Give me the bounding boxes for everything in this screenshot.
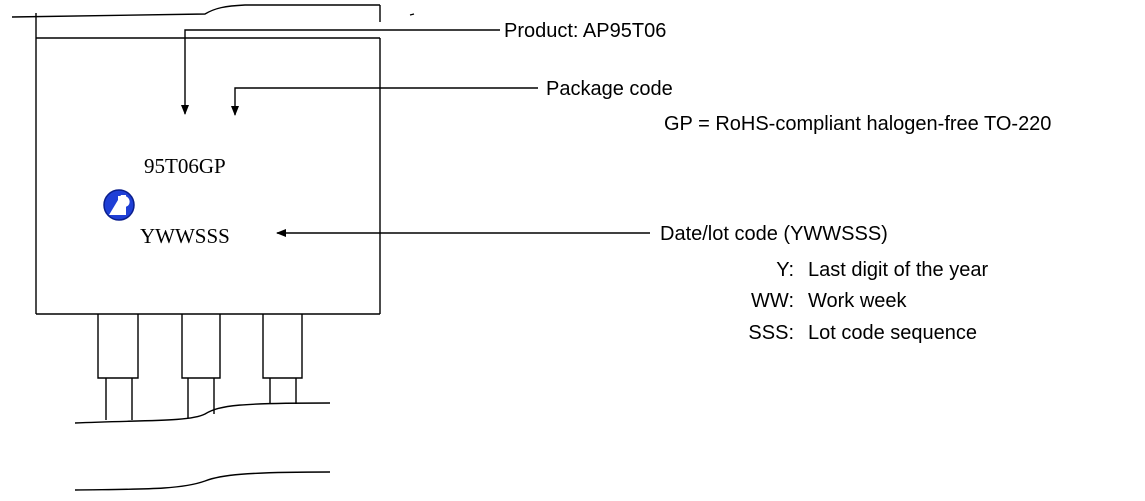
legend-desc-sss: Lot code sequence <box>808 322 977 344</box>
legend-key-ww: WW: <box>751 290 794 312</box>
lead-2-upper <box>181 314 221 379</box>
package-body <box>11 4 415 315</box>
product-label: Product: AP95T06 <box>504 20 666 42</box>
date-code-title: Date/lot code (YWWSSS) <box>660 223 888 245</box>
top-break-mark <box>409 13 415 16</box>
legend-desc-ww: Work week <box>808 290 908 312</box>
ap-logo-p-shape <box>118 196 130 207</box>
ap-logo <box>103 189 135 221</box>
lead-3-upper <box>262 314 303 379</box>
lead-break-line-bottom <box>74 471 331 491</box>
package-leads <box>74 314 331 491</box>
part-marking-text: 95T06GP <box>144 154 226 178</box>
legend-key-y: Y: <box>776 259 794 281</box>
date-code-legend: Y: Last digit of the year WW: Work week … <box>748 259 988 344</box>
top-break-line <box>11 4 380 18</box>
package-code-desc: GP = RoHS-compliant halogen-free TO-220 <box>664 113 1051 135</box>
product-arrow <box>181 29 500 115</box>
lead-2-lower <box>187 378 215 418</box>
lead-1-lower <box>105 378 133 420</box>
package-code-title: Package code <box>546 78 673 100</box>
lead-1-upper <box>97 314 139 379</box>
lead-3-lower <box>269 378 297 404</box>
package-code-arrow <box>231 87 538 116</box>
lead-break-line-top <box>74 402 331 424</box>
date-marking-text: YWWSSS <box>140 224 230 248</box>
legend-desc-y: Last digit of the year <box>808 259 988 281</box>
legend-key-sss: SSS: <box>748 322 794 344</box>
